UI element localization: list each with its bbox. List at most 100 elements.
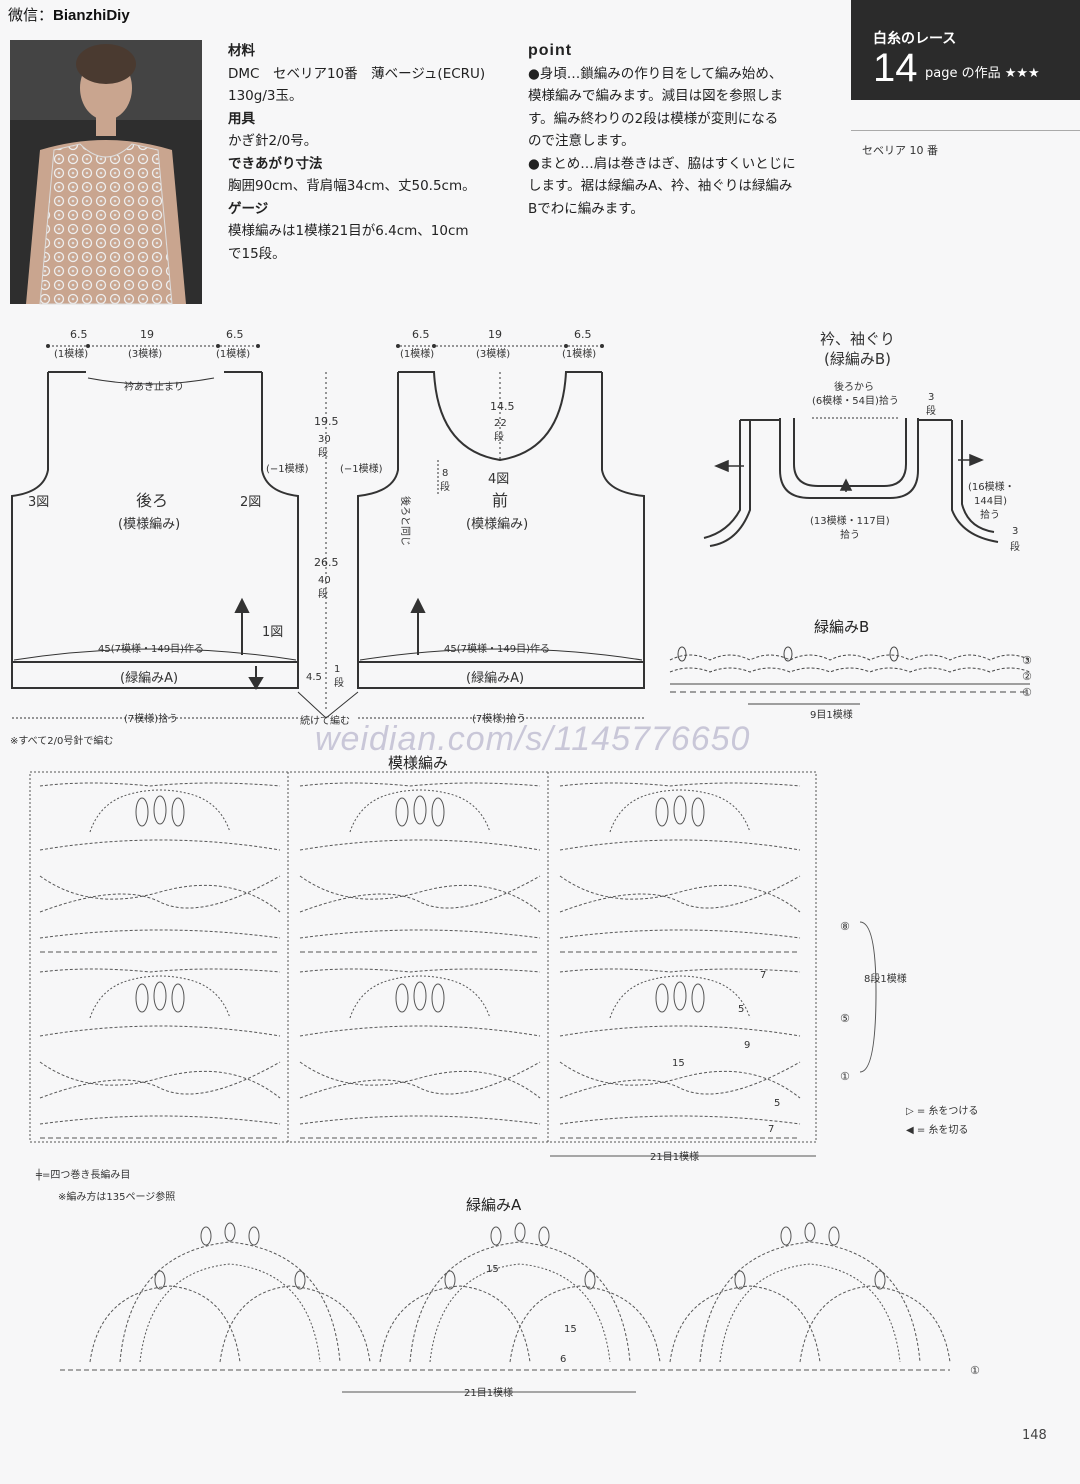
back-chain: 45(7模様・149目)作る xyxy=(98,642,204,655)
rep-back-b: (3模様) xyxy=(128,347,162,360)
count-5a: 5 xyxy=(738,1004,744,1015)
materials-section: 材料 DMC セベリア10番 薄ベージュ(ECRU) 130g/3玉。 用具 か… xyxy=(228,40,518,265)
point-line3: す。編み終わりの2段は模様が変則になる xyxy=(528,110,779,127)
model-photo xyxy=(10,40,202,305)
front-pickup: (7模様)拾う xyxy=(472,712,526,725)
same-as-back: 後ろと同じ xyxy=(399,496,412,546)
point-heading: point xyxy=(528,42,573,59)
gauge-line2: で15段。 xyxy=(228,245,286,262)
edging-b-chart: 9目1模様 ③ ② ① xyxy=(669,646,1032,721)
main-pattern-chart: 21目1模様 ⑧ ⑤ ① 8段1模様 7 5 9 15 5 7 xyxy=(29,771,907,1163)
front-8-unit: 段 xyxy=(440,480,450,493)
front-neck-unit: 段 xyxy=(494,430,504,443)
point-section: point ●身頃…鎖編みの作り目をして編み始め、 模様編みで編みます。減目は図… xyxy=(528,40,808,220)
neck-rows-unit: 段 xyxy=(926,404,936,417)
front-decrease: (−1模様) xyxy=(340,462,383,475)
point-line4: ので注意します。 xyxy=(528,133,635,149)
series-title: 白糸のレース xyxy=(873,31,957,47)
treble-icon: ╪ xyxy=(36,1170,43,1181)
size-heading: できあがり寸法 xyxy=(228,155,323,172)
edging-a-15a: 15 xyxy=(486,1264,499,1275)
from-back-label: 後ろから xyxy=(834,380,874,393)
front-neck-rows: 22 xyxy=(494,418,507,429)
row-5-marker: ⑤ xyxy=(840,1012,850,1025)
tools-heading: 用具 xyxy=(228,110,255,127)
height-2-rows: 40 xyxy=(318,575,331,586)
edging-b-title: 緑編みB xyxy=(814,618,870,636)
front-edging xyxy=(357,661,645,689)
height-2: 26.5 xyxy=(314,556,339,569)
dim-back-a: 6.5 xyxy=(70,328,88,341)
neck-subtitle: (緑編みB) xyxy=(824,350,891,368)
size-value: 胸囲90cm、背肩幅34cm、丈50.5cm。 xyxy=(228,178,476,194)
back-decrease: (−1模様) xyxy=(266,462,309,475)
edging-b-row3: ③ xyxy=(1022,654,1032,667)
count-7a: 7 xyxy=(760,970,766,981)
arm-rows-num: 3 xyxy=(1012,526,1018,537)
edging-a-rep: 21目1模様 xyxy=(464,1386,513,1399)
back-edging xyxy=(11,661,299,689)
height-1-rows: 30 xyxy=(318,434,331,445)
count-15: 15 xyxy=(672,1058,685,1069)
wechat-label: 微信： xyxy=(8,6,54,24)
point-line5: ●まとめ…肩は巻きはぎ、脇はすくいとじに xyxy=(528,155,796,172)
height-2-unit: 段 xyxy=(318,587,328,600)
main-rep-label: 21目1模様 xyxy=(650,1150,699,1163)
fig2-label: 2図 xyxy=(240,495,261,510)
arm-pickup: (16模様・ xyxy=(968,480,1015,493)
tools-hook: かぎ針2/0号。 xyxy=(228,133,318,149)
front-neck-height: 14.5 xyxy=(490,400,515,413)
height-3-rows: 1 xyxy=(334,664,340,675)
badge-divider xyxy=(851,130,1080,131)
front-chain: 45(7模様・149目)作る xyxy=(444,642,550,655)
dim-front-b: 19 xyxy=(488,328,502,341)
edging-b-row1: ① xyxy=(1022,686,1032,699)
height-3: 4.5 xyxy=(306,672,322,683)
neck-rows-num: 3 xyxy=(928,392,934,403)
point-line7: Bでわに編みます。 xyxy=(528,200,644,217)
front-edging-label: (緑編みA) xyxy=(466,670,524,686)
edging-a-15b: 15 xyxy=(564,1324,577,1335)
neck-armhole-schematic: 衿、袖ぐり (緑編みB) 後ろから (6模様・54目)拾う (13模様・117目… xyxy=(703,330,1020,553)
arm-pickup-3: 拾う xyxy=(980,508,1000,521)
main-pattern-title: 模様編み xyxy=(388,754,449,772)
height-1-unit: 段 xyxy=(318,446,328,459)
pattern-badge: 白糸のレース 14 page の作品 ★★★ xyxy=(851,0,1080,100)
legend-ref: ※編み方は135ページ参照 xyxy=(58,1192,176,1203)
rep-back-c: (1模様) xyxy=(216,347,250,360)
fig3-label: 3図 xyxy=(28,495,49,510)
wechat-header: 微信：BianzhiDiy xyxy=(8,4,130,25)
height-3-unit: 段 xyxy=(334,676,344,689)
arm-rows-unit: 段 xyxy=(1010,540,1020,553)
rep-back-a: (1模様) xyxy=(54,347,88,360)
edging-b-row2: ② xyxy=(1022,670,1032,683)
height-1: 19.5 xyxy=(314,415,339,428)
watermark: weidian.com/s/1145776650 xyxy=(315,720,751,758)
back-pickup: (7模様)拾う xyxy=(124,712,178,725)
all-hook-note: ※すべて2/0号針で編む xyxy=(10,734,113,747)
back-edging-label: (緑編みA) xyxy=(120,670,178,686)
rep-front-c: (1模様) xyxy=(562,347,596,360)
row-8-marker: ⑧ xyxy=(840,920,850,933)
garment-schematic: 6.5 19 6.5 (1模様) (3模様) (1模様) 衿あき止まり 6.5 … xyxy=(10,328,645,747)
back-subtitle: (模様編み) xyxy=(118,516,180,532)
dim-back-b: 19 xyxy=(140,328,154,341)
legend-attach: ▷ = 糸をつける xyxy=(906,1106,979,1117)
arm-pickup-2: 144目) xyxy=(974,496,1007,507)
edging-b-rep: 9目1模様 xyxy=(810,708,853,721)
materials-heading: 材料 xyxy=(228,43,255,59)
back-neck-pickup: (6模様・54目)拾う xyxy=(812,394,899,407)
rep-front-a: (1模様) xyxy=(400,347,434,360)
count-7b: 7 xyxy=(768,1124,774,1135)
yarn-label: セベリア 10 番 xyxy=(862,144,938,157)
page-ref: page の作品 ★★★ xyxy=(925,66,1040,81)
neck-title: 衿、袖ぐり xyxy=(820,330,895,348)
front-neck-pickup: (13模様・117目) xyxy=(810,514,890,527)
count-5b: 5 xyxy=(774,1098,780,1109)
materials-yarn: DMC セベリア10番 薄ベージュ(ECRU) xyxy=(228,65,486,82)
rows-per-rep: 8段1模様 xyxy=(864,972,907,985)
front-8-rows: 8 xyxy=(442,468,448,479)
point-line6: します。裾は緑編みA、衿、袖ぐりは緑編み xyxy=(528,178,793,194)
page-number: 148 xyxy=(1022,1428,1047,1443)
pattern-number: 14 xyxy=(873,46,918,90)
